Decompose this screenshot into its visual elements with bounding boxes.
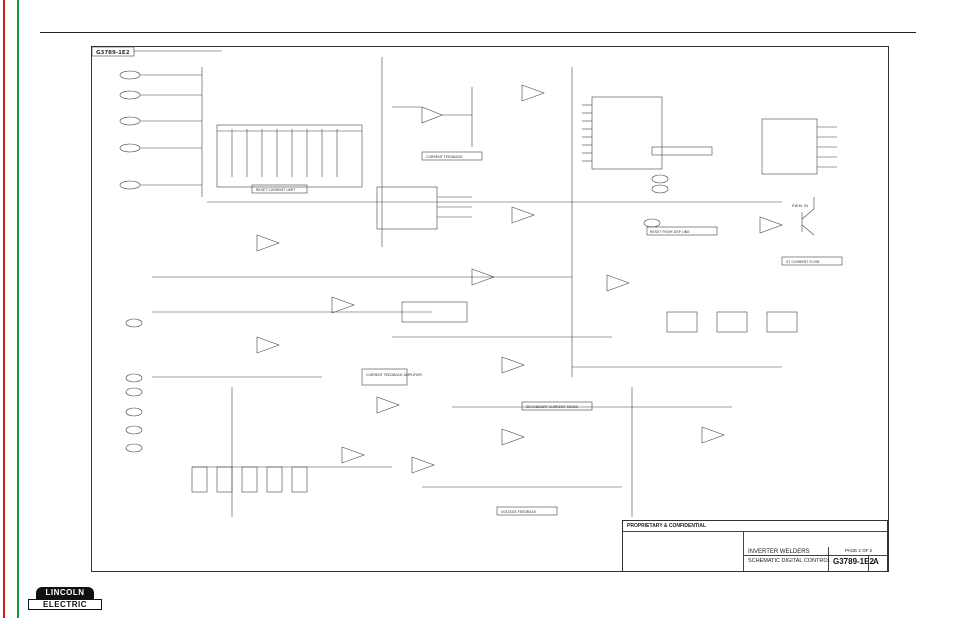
title-block: PROPRIETARY & CONFIDENTIAL INVERTER WELD… xyxy=(622,520,888,572)
drawing-number-top: G3789-1E2 xyxy=(96,50,130,56)
page-number: PAGE 2 OF 2 xyxy=(845,548,873,553)
label-reset-current-limit: RESET CURRENT LIMIT xyxy=(256,188,296,192)
logo-top-text: LINCOLN xyxy=(36,587,94,599)
lincoln-electric-logo: LINCOLN ELECTRIC xyxy=(28,587,102,611)
header-rule xyxy=(40,32,916,33)
proprietary-notice: PROPRIETARY & CONFIDENTIAL xyxy=(627,523,707,529)
label-voltage-feedback: VOLTAGE FEEDBACK xyxy=(501,510,537,514)
drawing-title: SCHEMATIC DIGITAL CONTROL xyxy=(748,558,831,564)
title-block-divider xyxy=(623,531,887,532)
subject: INVERTER WELDERS xyxy=(748,549,810,555)
label-current-feedback: CURRENT FEEDBACK xyxy=(426,155,463,159)
drawing-number: G3789-1E2 xyxy=(833,557,874,566)
schematic-sheet: G3789-1E2 RESET CURRENT LIMIT CURRENT FE… xyxy=(91,46,889,572)
title-block-divider xyxy=(828,547,829,571)
label-current-feedback-amp: CURRENT FEEDBACK AMPLIFIER xyxy=(366,373,422,377)
label-reset-from-dsp: RESET FROM DSP LINE xyxy=(650,230,690,234)
label-pwm-in: P.W.M. IN xyxy=(792,204,808,208)
title-block-divider xyxy=(868,555,869,571)
logo-bottom-text: ELECTRIC xyxy=(28,599,102,610)
left-margin-red-bar xyxy=(3,0,5,618)
label-secondary-current-sense: SECONDARY CURRENT SENSE xyxy=(526,405,578,409)
title-block-divider xyxy=(743,531,744,571)
schematic-drawing: G3789-1E2 RESET CURRENT LIMIT CURRENT FE… xyxy=(92,47,843,517)
title-block-divider xyxy=(743,555,887,556)
label-st-current-flow: ST CURRENT FLOW xyxy=(786,260,820,264)
left-margin-green-bar xyxy=(17,0,19,618)
revision: A xyxy=(873,557,879,566)
